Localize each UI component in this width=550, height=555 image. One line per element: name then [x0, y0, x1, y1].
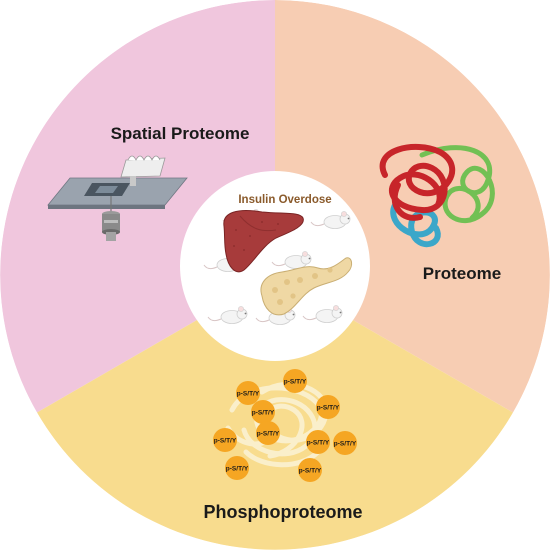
- phospho-site: p-S/T/Y: [213, 428, 237, 452]
- spatial-proteome-title: Spatial Proteome: [111, 124, 250, 143]
- phospho-site: p-S/T/Y: [225, 456, 249, 480]
- svg-text:p-S/T/Y: p-S/T/Y: [226, 466, 249, 473]
- svg-text:p-S/T/Y: p-S/T/Y: [252, 410, 275, 417]
- liver-icon: [223, 210, 304, 273]
- phospho-site: p-S/T/Y: [256, 421, 280, 445]
- protein-tangle-icon: [379, 143, 495, 248]
- phospho-site: p-S/T/Y: [333, 431, 357, 455]
- phospho-site: p-S/T/Y: [306, 430, 330, 454]
- phosphoproteome-title: Phosphoproteome: [203, 502, 362, 522]
- svg-text:p-S/T/Y: p-S/T/Y: [299, 468, 322, 475]
- center-title: Insulin Overdose: [238, 194, 331, 206]
- phospho-site-group: p-S/T/Y p-S/T/Y p-S/T/Y p-S/T/Y p-S/T/Y …: [213, 369, 357, 482]
- svg-text:p-S/T/Y: p-S/T/Y: [237, 391, 260, 398]
- phospho-site: p-S/T/Y: [298, 458, 322, 482]
- phospho-site: p-S/T/Y: [251, 400, 275, 424]
- svg-text:p-S/T/Y: p-S/T/Y: [307, 440, 330, 447]
- phospho-site: p-S/T/Y: [236, 381, 260, 405]
- svg-text:p-S/T/Y: p-S/T/Y: [284, 379, 307, 386]
- segment-phosphoproteome: [37, 275, 513, 550]
- svg-text:p-S/T/Y: p-S/T/Y: [214, 438, 237, 445]
- svg-text:p-S/T/Y: p-S/T/Y: [334, 441, 357, 448]
- pancreas-icon: [260, 257, 353, 316]
- svg-text:p-S/T/Y: p-S/T/Y: [317, 405, 340, 412]
- svg-text:p-S/T/Y: p-S/T/Y: [257, 431, 280, 438]
- proteome-title: Proteome: [423, 264, 501, 283]
- microscope-slide-laser-icon: [47, 155, 188, 241]
- phospho-site: p-S/T/Y: [316, 395, 340, 419]
- phospho-site: p-S/T/Y: [283, 369, 307, 393]
